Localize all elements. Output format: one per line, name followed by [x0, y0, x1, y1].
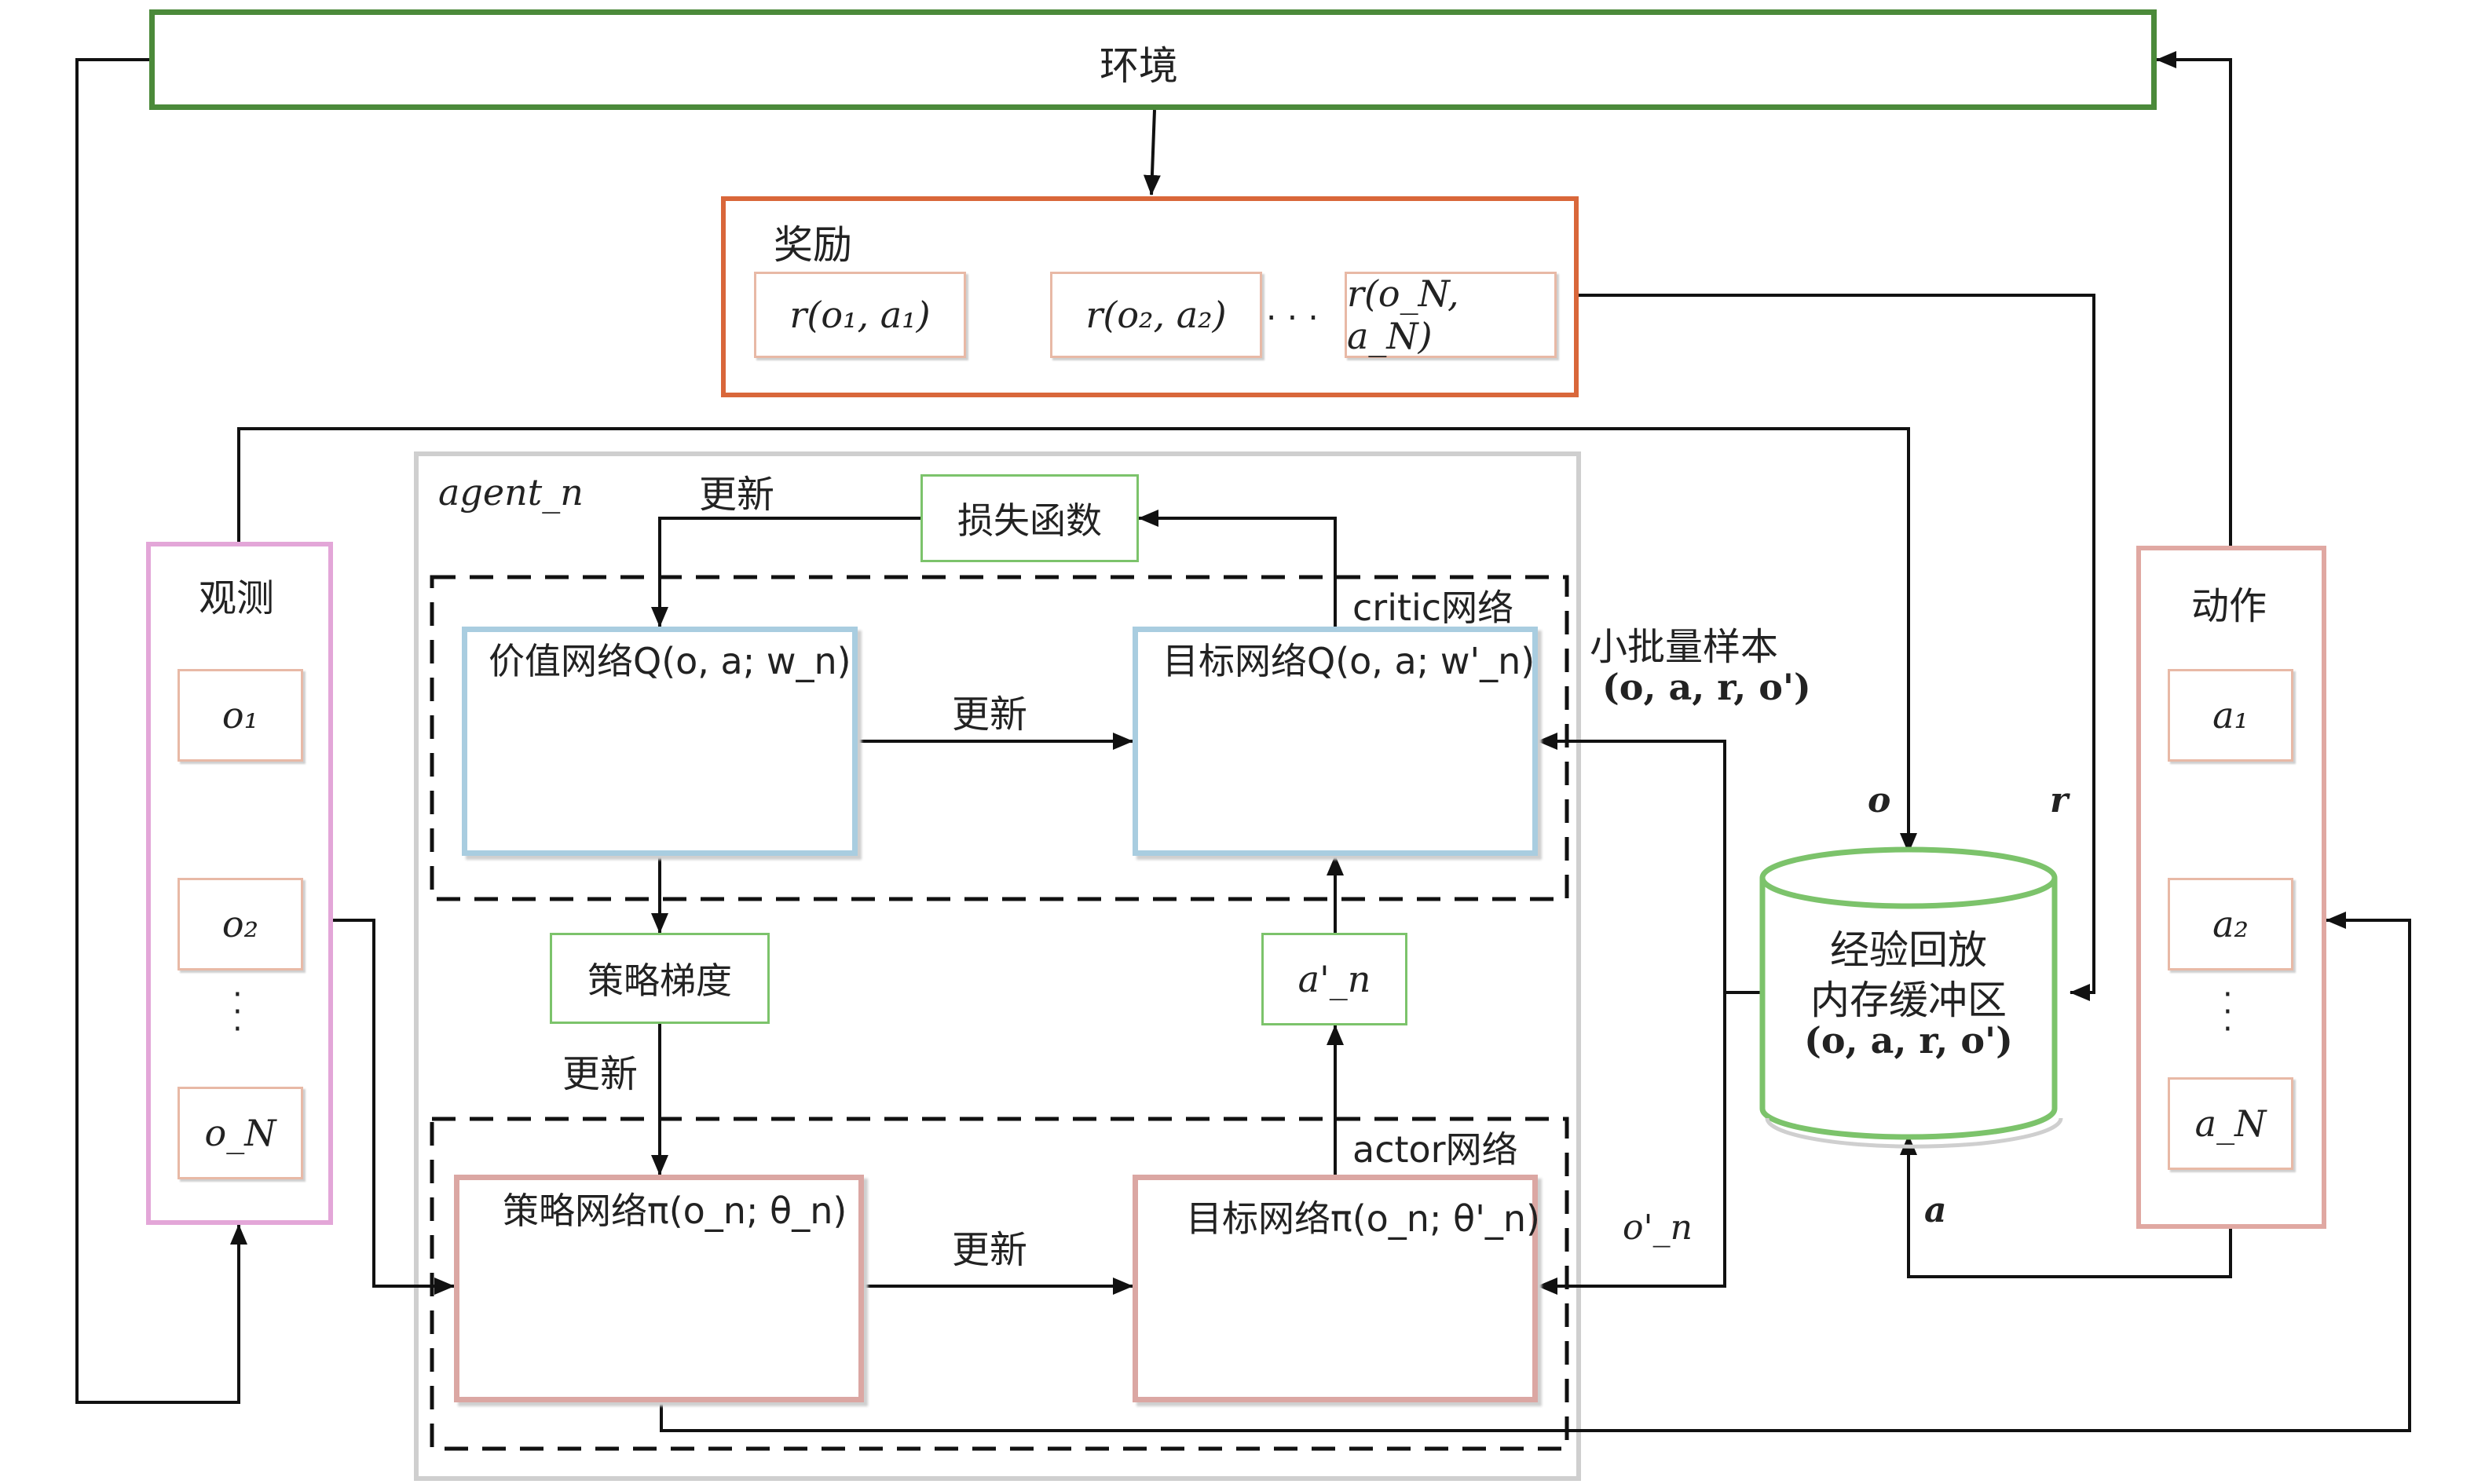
policy-net-label: 策略网络π(o_n; θ_n) [503, 1190, 847, 1232]
replay-buffer-cylinder [1759, 846, 2063, 1149]
flow-label-r: r [2050, 780, 2069, 821]
value-net-box [462, 627, 858, 856]
arrow-loss-to-value-net [651, 517, 920, 627]
target-action-box: a'_n [1261, 933, 1407, 1025]
actor-target-net-box [1133, 1175, 1538, 1402]
critic-target-net-box [1133, 627, 1538, 856]
observation-item-3-text: o_N [204, 1112, 276, 1154]
reward-item-2-text: r(o₂, a₂) [1085, 294, 1227, 336]
loss-function-box: 损失函数 [920, 474, 1139, 562]
target-action-text: a'_n [1297, 958, 1371, 1000]
arrow-action-to-buffer [1900, 1135, 2232, 1278]
loss-function-text: 损失函数 [957, 499, 1102, 542]
arrow-env-to-reward [1143, 109, 1161, 196]
action-item-2: a₂ [2168, 878, 2293, 970]
environment-box [149, 9, 2157, 110]
reward-item-2: r(o₂, a₂) [1050, 272, 1262, 358]
observation-item-3: o_N [177, 1087, 303, 1179]
observation-item-2: o₂ [177, 878, 303, 970]
policy-gradient-box: 策略梯度 [550, 933, 770, 1024]
reward-item-1: r(o₁, a₁) [754, 272, 966, 358]
arrow-env-to-observation [75, 58, 247, 1404]
actor-region-label: actor网络 [1352, 1128, 1518, 1171]
critic-dashed-region [430, 575, 1569, 901]
action-item-3-text: a_N [2194, 1102, 2267, 1145]
replay-buffer-line3: (o, a, r, o') [1804, 1019, 2013, 1062]
arrow-critic-target-to-loss [1138, 510, 1337, 627]
replay-buffer-line2: 内存缓冲区 [1810, 978, 2007, 1023]
arrow-observation-to-buffer [237, 427, 1917, 853]
reward-item-1-text: r(o₁, a₁) [789, 294, 931, 336]
action-item-1-text: a₁ [2212, 694, 2249, 737]
action-label: 动作 [2191, 584, 2267, 628]
flow-label-a: a [1924, 1190, 1947, 1230]
arrow-buffer-to-critic-target [1537, 733, 1761, 994]
update-label-gradient: 更新 [562, 1052, 639, 1096]
critic-region-label: critic网络 [1352, 587, 1514, 629]
arrow-action-to-env [2156, 51, 2232, 546]
reward-item-3-text: r(o_N, a_N) [1347, 272, 1459, 357]
arrow-observation-to-policy [330, 919, 455, 1295]
action-item-3: a_N [2168, 1077, 2293, 1170]
update-label-actor: 更新 [952, 1228, 1028, 1272]
observation-item-1: o₁ [177, 669, 303, 762]
action-item-1: a₁ [2168, 669, 2293, 762]
flow-label-o-next: o'_n [1623, 1208, 1693, 1248]
reward-label: 奖励 [774, 222, 852, 268]
action-vdots: ··· [2223, 977, 2233, 1047]
policy-gradient-text: 策略梯度 [587, 959, 732, 1002]
value-net-label: 价值网络Q(o, a; w_n) [489, 640, 851, 682]
reward-item-3: r(o_N, a_N) [1345, 272, 1557, 358]
observation-item-1-text: o₁ [221, 694, 259, 737]
environment-label: 环境 [1100, 43, 1178, 89]
actor-target-net-label: 目标网络π(o_n; θ'_n) [1186, 1197, 1540, 1240]
agent-container-border [414, 451, 1581, 1481]
minibatch-line1: 小批量样本 [1590, 625, 1779, 669]
arrow-reward-to-buffer [1579, 294, 2095, 1001]
update-label-critic: 更新 [952, 693, 1028, 737]
agent-label: agent_n [438, 471, 584, 514]
arrow-policy-to-action [660, 912, 2411, 1432]
actor-dashed-region [430, 1117, 1569, 1451]
minibatch-line2: (o, a, r, o') [1602, 666, 1811, 708]
arrow-buffer-to-actor-target [1537, 992, 1726, 1295]
action-item-2-text: a₂ [2212, 903, 2249, 945]
flow-label-o: o [1868, 780, 1891, 821]
observation-item-2-text: o₂ [221, 903, 259, 945]
policy-net-box [454, 1175, 864, 1402]
update-label-loss: 更新 [699, 473, 775, 517]
observation-vdots: ··· [232, 977, 243, 1047]
critic-target-net-label: 目标网络Q(o, a; w'_n) [1162, 640, 1535, 682]
reward-ellipsis: . . . [1266, 289, 1319, 327]
observation-label: 观测 [199, 576, 275, 620]
replay-buffer-line1: 经验回放 [1830, 927, 1987, 973]
